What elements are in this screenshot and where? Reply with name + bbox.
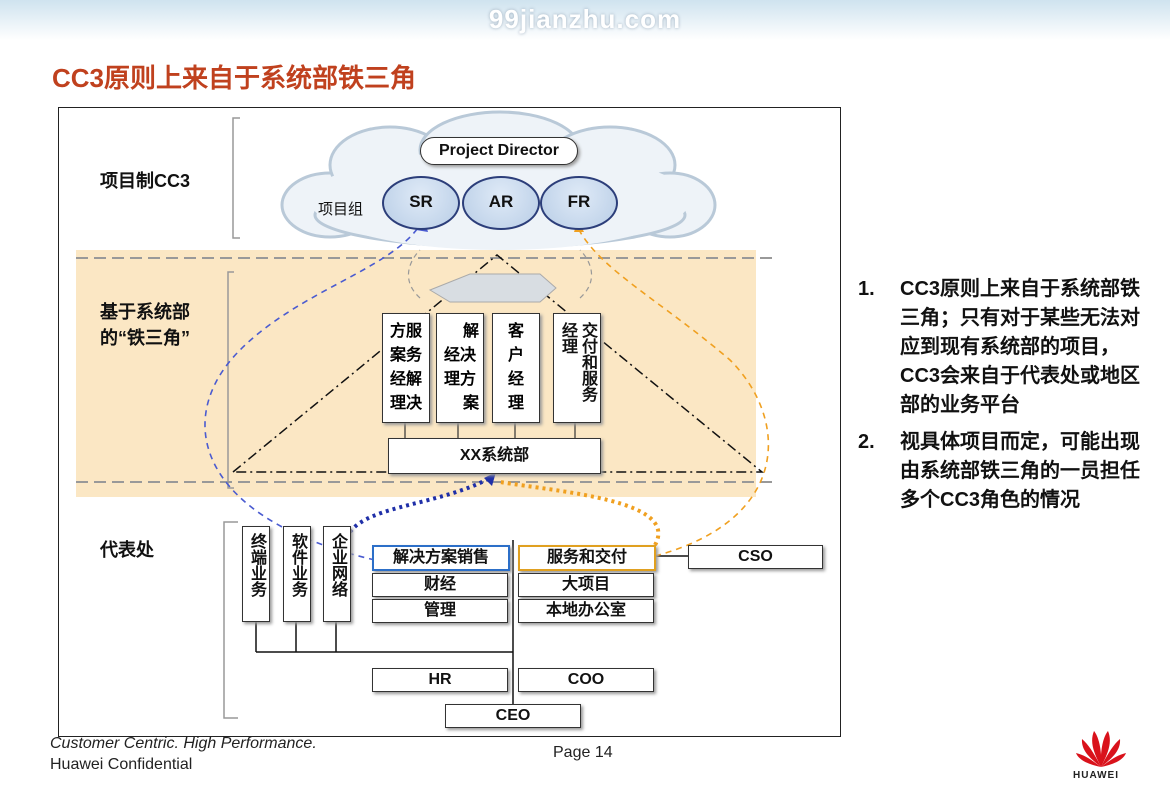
cso-node: CSO [688, 545, 823, 569]
enterprise-network-box: 企业网络 [323, 526, 351, 622]
ceo-node: CEO [445, 704, 581, 728]
account-manager-line-2: 户 [507, 347, 524, 364]
solution-manager2-line-4: 案 [462, 395, 479, 412]
solution-manager-box: 方服 案务 经解 理决 [382, 313, 430, 423]
note-text: CC3原则上来自于系统部铁三角；只有对于某些无法对应到现有系统部的项目，CC3会… [900, 278, 1141, 416]
project-group-label: 项目组 [318, 201, 364, 218]
finance-node: 财经 [372, 573, 508, 597]
ar-role-node: AR [462, 176, 540, 230]
row-label-office: 代表处 [100, 540, 154, 560]
note-number: 2. [858, 431, 875, 453]
account-manager-line-1: 客 [507, 323, 524, 340]
solution-manager-box-2: 解 经决 理方 案 [436, 313, 484, 423]
software-business-text: 软件业务 [289, 533, 306, 597]
solution-manager2-line-3: 理方 [443, 371, 476, 388]
note-item: 2. 视具体项目而定，可能出现由系统部铁三角的一员担任多个CC3角色的情况 [858, 428, 1148, 515]
coo-node: COO [518, 668, 654, 692]
solution-manager-line-1: 方服 [389, 323, 422, 340]
top-banner [0, 0, 1170, 40]
software-business-box: 软件业务 [283, 526, 311, 622]
huawei-logo-icon [1076, 731, 1126, 767]
solution-manager-line-4: 理决 [389, 395, 422, 412]
major-project-node: 大项目 [518, 573, 654, 597]
account-manager-line-3: 经 [507, 371, 524, 388]
solution-manager2-line-2: 经决 [443, 347, 476, 364]
local-office-node: 本地办公室 [518, 599, 654, 623]
service-delivery-node: 服务和交付 [518, 545, 656, 571]
account-manager-line-4: 理 [507, 395, 524, 412]
note-text: 视具体项目而定，可能出现由系统部铁三角的一员担任多个CC3角色的情况 [900, 431, 1140, 511]
page-number: Page 14 [553, 744, 613, 761]
sr-role-node: SR [382, 176, 460, 230]
hr-node: HR [372, 668, 508, 692]
note-item: 1. CC3原则上来自于系统部铁三角；只有对于某些无法对应到现有系统部的项目，C… [858, 275, 1148, 420]
solution-sales-node: 解决方案销售 [372, 545, 510, 571]
solution-manager2-line-1: 解 [462, 323, 479, 340]
project-director-node: Project Director [420, 137, 578, 165]
solution-manager-line-2: 案务 [389, 347, 422, 364]
row-label-system-1: 基于系统部 [100, 302, 190, 322]
row-label-system-2: 的“铁三角” [100, 328, 190, 348]
note-number: 1. [858, 278, 875, 300]
delivery-manager-box: 交付和服务经理 [553, 313, 601, 423]
footer-slogan: Customer Centric. High Performance. [50, 735, 317, 752]
fr-role-node: FR [540, 176, 618, 230]
watermark: 99jianzhu.com [488, 4, 682, 34]
terminal-business-box: 终端业务 [242, 526, 270, 622]
delivery-manager-text: 交付和服务经理 [559, 322, 596, 402]
solution-manager-line-3: 经解 [389, 371, 422, 388]
footer-confidential: Huawei Confidential [50, 756, 193, 773]
account-manager-box: 客 户 经 理 [492, 313, 540, 423]
management-node: 管理 [372, 599, 508, 623]
system-dept-node: XX系统部 [388, 438, 601, 474]
slide-title: CC3原则上来自于系统部铁三角 [52, 63, 417, 93]
enterprise-network-text: 企业网络 [329, 533, 346, 597]
terminal-business-text: 终端业务 [248, 533, 265, 597]
huawei-logo-text: HUAWEI [1073, 770, 1119, 781]
notes-list: 1. CC3原则上来自于系统部铁三角；只有对于某些无法对应到现有系统部的项目，C… [858, 275, 1148, 523]
row-label-project: 项目制CC3 [100, 171, 191, 191]
